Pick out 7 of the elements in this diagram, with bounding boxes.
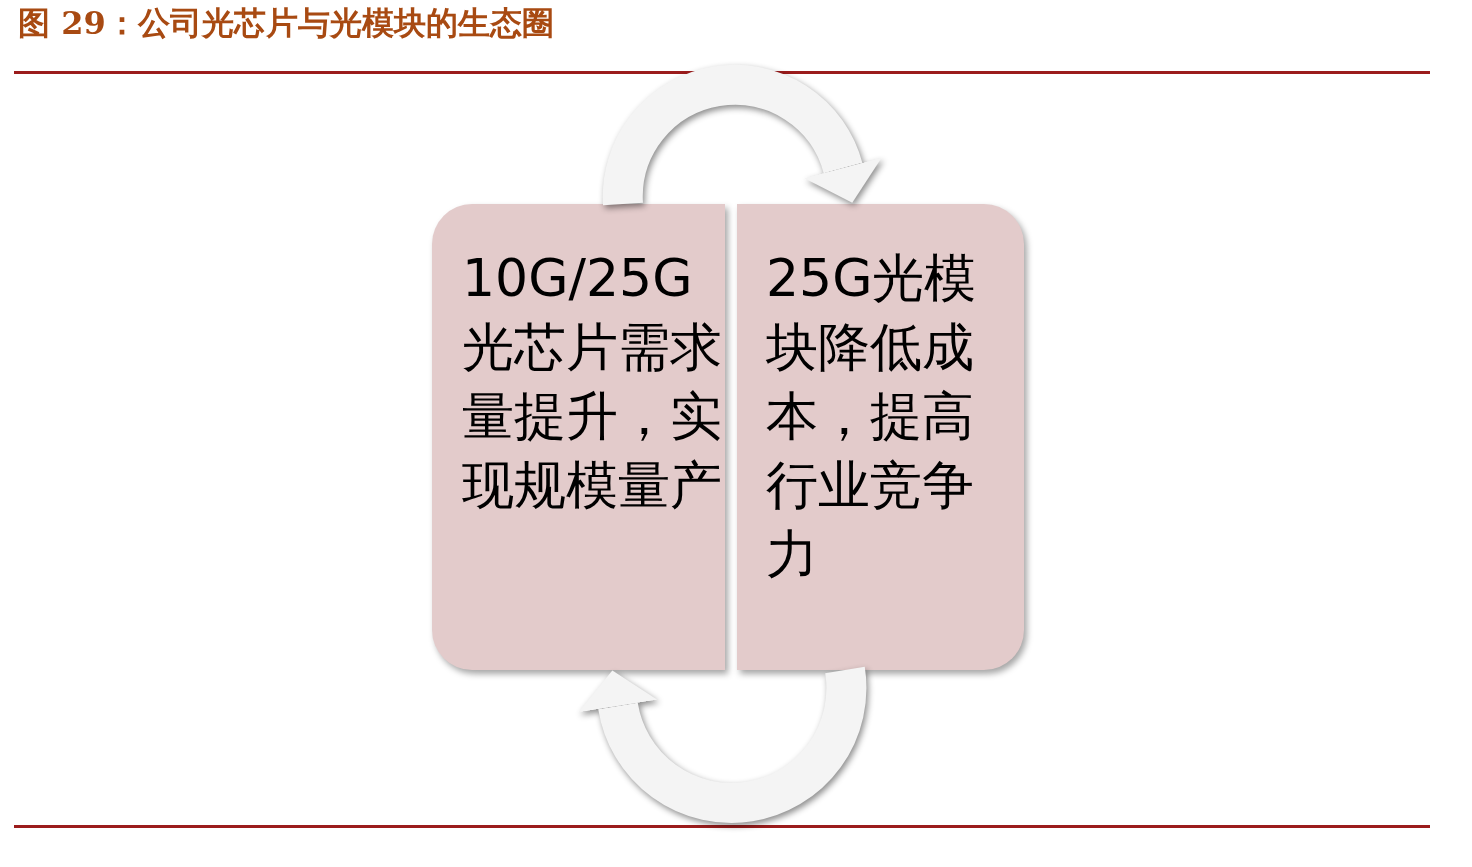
process-box <box>737 204 1024 670</box>
box-text: 10G/25G光芯片需求量提升，实现规模量产 <box>462 247 723 517</box>
figure-title: 图 29：公司光芯片与光模块的生态圈 <box>18 3 554 44</box>
box-text: 25G光模块降低成本，提高行业竞争力 <box>766 247 978 586</box>
process-box <box>432 204 725 670</box>
curved-arrow <box>578 668 867 823</box>
curved-arrow <box>603 64 881 204</box>
